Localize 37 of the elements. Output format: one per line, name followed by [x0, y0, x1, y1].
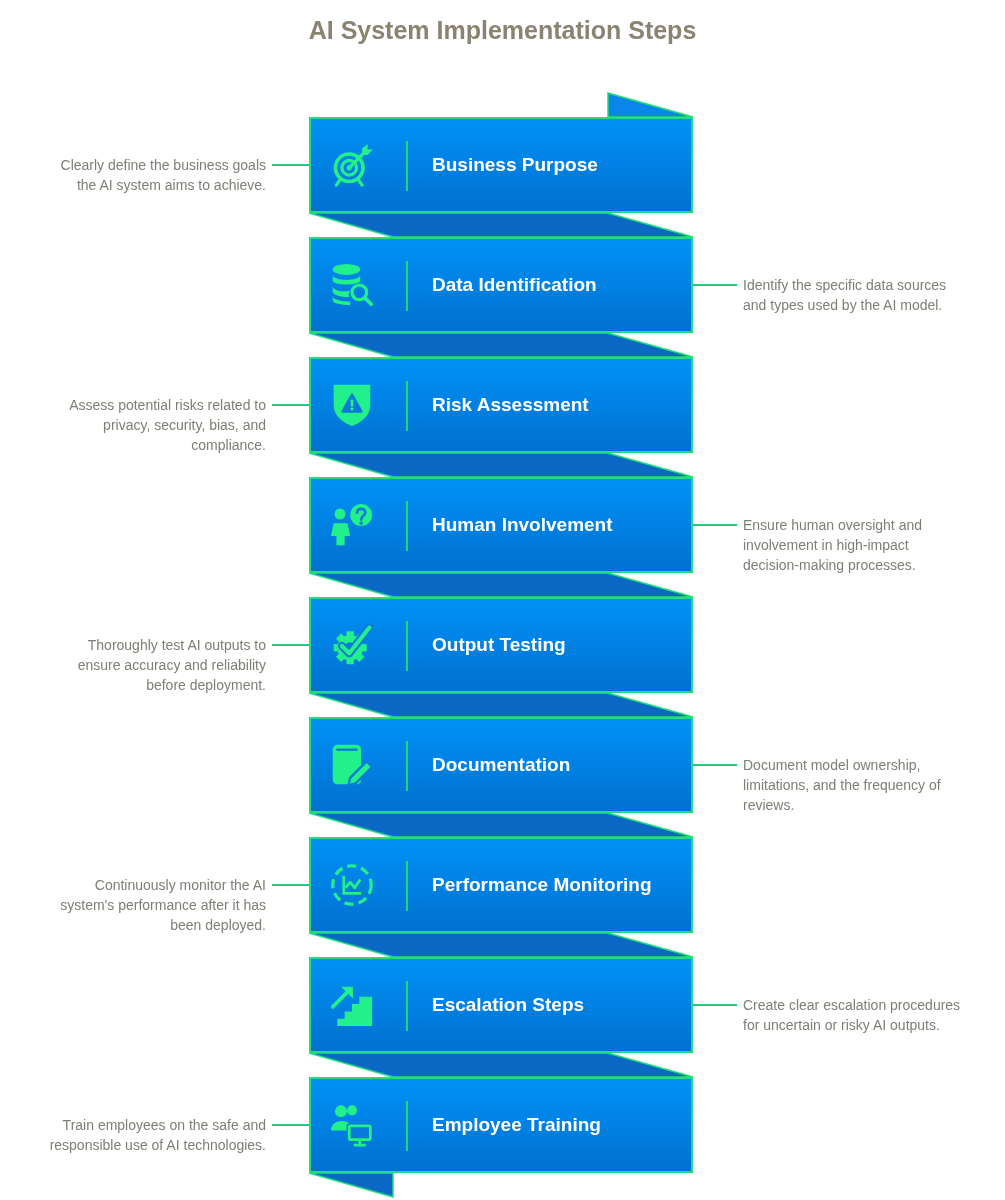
description-text: Ensure human oversight and involvement in high-impact decision-making processes.	[737, 515, 948, 575]
step-title: Employee Training	[432, 1113, 601, 1137]
description-text: Identify the specific data sources and types used by the AI model.	[737, 275, 958, 315]
step-box	[309, 717, 693, 813]
step-box	[309, 117, 693, 213]
leader-line	[271, 1124, 310, 1126]
step-title: Output Testing	[432, 633, 566, 657]
description-text: Assess potential risks related to privacy, security, bias, and compliance.	[40, 395, 272, 455]
step-box	[309, 837, 693, 933]
step-title: Human Involvement	[432, 513, 613, 537]
description-text: Document model ownership, limitations, and the frequency of reviews.	[737, 755, 961, 815]
step-title: Performance Monitoring	[432, 873, 652, 897]
step-title: Escalation Steps	[432, 993, 585, 1017]
diagram-title: AI System Implementation Steps	[308, 15, 697, 45]
step-title: Business Purpose	[432, 153, 598, 177]
step-box	[309, 957, 693, 1053]
step-box	[309, 597, 693, 693]
leader-line	[271, 404, 310, 406]
step-title: Documentation	[432, 753, 571, 777]
description-text: Continuously monitor the AI system's performance after it has been deployed.	[46, 875, 272, 935]
step-title: Risk Assessment	[432, 393, 589, 417]
description-text: Thoroughly test AI outputs to ensure accuracy and reliability before deployment.	[54, 635, 272, 695]
leader-line	[692, 284, 738, 286]
leader-line	[692, 1004, 738, 1006]
step-title: Data Identification	[432, 273, 597, 297]
description-text: Clearly define the business goals the AI system aims to achieve.	[51, 155, 272, 195]
leader-line	[271, 884, 310, 886]
description-text: Train employees on the safe and responsible use of AI technologies.	[40, 1115, 272, 1155]
description-text: Create clear escalation procedures for uncertain or risky AI outputs.	[737, 995, 975, 1035]
step-box	[309, 1077, 693, 1173]
leader-line	[271, 644, 310, 646]
leader-line	[271, 164, 310, 166]
step-box	[309, 357, 693, 453]
leader-line	[692, 524, 738, 526]
step-box	[309, 237, 693, 333]
step-box	[309, 477, 693, 573]
leader-line	[692, 764, 738, 766]
